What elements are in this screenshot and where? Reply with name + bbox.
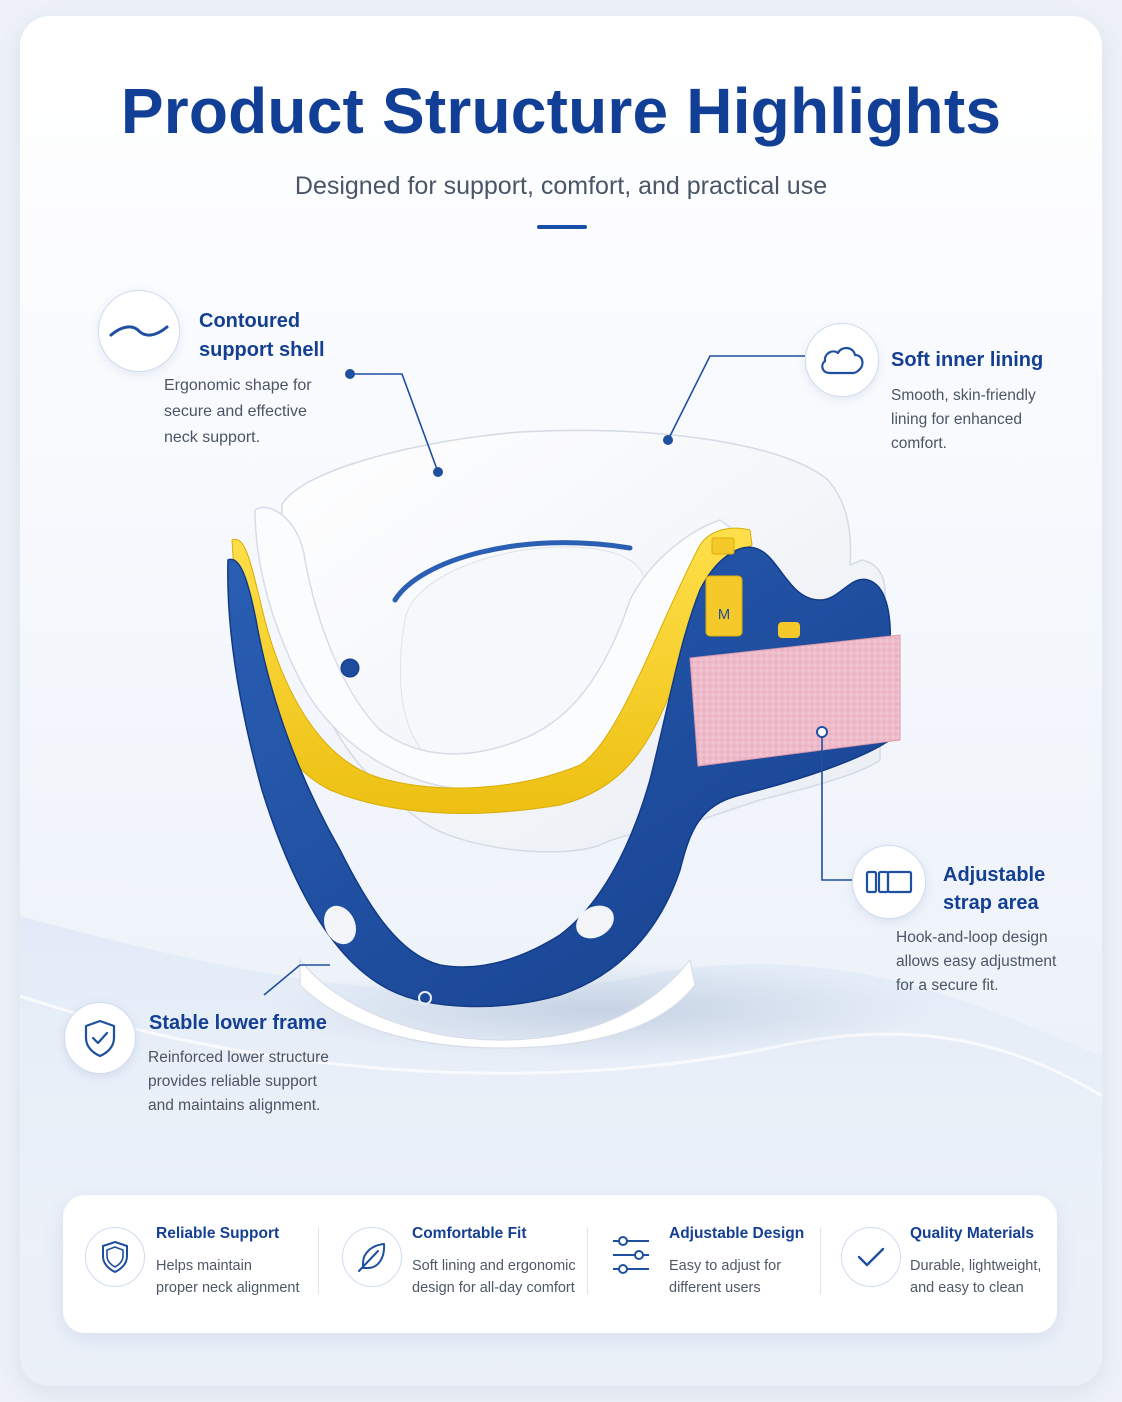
strap-icon-badge bbox=[852, 845, 926, 919]
top-clip bbox=[711, 537, 735, 555]
feature-divider bbox=[587, 1228, 588, 1294]
hook-loop-strap bbox=[689, 634, 901, 767]
wave-curve-icon bbox=[109, 325, 169, 337]
feature-desc: Easy to adjust for different users bbox=[669, 1258, 782, 1296]
strap-icon bbox=[865, 870, 913, 894]
feature-desc: Helps maintain proper neck alignment bbox=[156, 1258, 300, 1296]
callout-leaders bbox=[263, 355, 852, 996]
inner-rim bbox=[392, 540, 633, 603]
callout-shell-desc: Ergonomic shape for secure and effective… bbox=[164, 377, 312, 446]
strap-slot bbox=[778, 622, 800, 638]
feature-reliable-support: Reliable Support Helps maintain proper n… bbox=[63, 1195, 313, 1333]
title-divider bbox=[537, 225, 587, 229]
shield-icon bbox=[102, 1240, 128, 1274]
callout-strap-title-1: Adjustable bbox=[943, 864, 1046, 886]
feature-divider bbox=[318, 1228, 319, 1294]
feather-icon bbox=[358, 1243, 386, 1272]
callout-frame-desc: Reinforced lower structure provides reli… bbox=[148, 1049, 329, 1114]
callout-strap-title-2: strap area bbox=[943, 892, 1039, 914]
feature-title: Quality Materials bbox=[910, 1225, 1035, 1242]
page-title: Product Structure Highlights bbox=[120, 75, 1002, 147]
frame-vent-right bbox=[576, 905, 614, 939]
feature-title: Adjustable Design bbox=[669, 1225, 805, 1242]
callout-lining-desc: Smooth, skin-friendly lining for enhance… bbox=[891, 387, 1036, 452]
feature-divider bbox=[820, 1228, 821, 1294]
feature-icon-badge bbox=[342, 1227, 402, 1287]
callout-shell-title-2: support shell bbox=[199, 339, 325, 361]
frame-rivet bbox=[418, 991, 432, 1005]
size-tag-label: M bbox=[718, 606, 731, 623]
callout-frame-title: Stable lower frame bbox=[149, 1012, 327, 1034]
callout-lining-title: Soft inner lining bbox=[891, 349, 1044, 371]
size-tag bbox=[705, 575, 743, 637]
feature-title: Reliable Support bbox=[156, 1225, 280, 1242]
check-icon bbox=[857, 1247, 885, 1267]
frame-vent-left bbox=[323, 905, 357, 945]
feature-desc: Soft lining and ergonomic design for all… bbox=[412, 1258, 576, 1296]
features-bar: Reliable Support Helps maintain proper n… bbox=[63, 1195, 1057, 1333]
sliders-icon bbox=[613, 1236, 649, 1274]
feature-title: Comfortable Fit bbox=[412, 1225, 527, 1242]
lower-frame-icon-badge bbox=[64, 1002, 136, 1074]
callout-shell-title-1: Contoured bbox=[199, 310, 301, 332]
contoured-shell-icon-badge bbox=[98, 290, 180, 372]
yellow-frame bbox=[231, 527, 753, 814]
callout-dots bbox=[345, 369, 828, 738]
frame-side-button bbox=[340, 658, 360, 678]
feature-comfortable-fit: Comfortable Fit Soft lining and ergonomi… bbox=[321, 1195, 583, 1333]
feature-icon-badge bbox=[85, 1227, 145, 1287]
feature-quality-materials: Quality Materials Durable, lightweight, … bbox=[823, 1195, 1057, 1333]
callout-strap-desc: Hook-and-loop design allows easy adjustm… bbox=[896, 929, 1057, 994]
soft-lining-icon-badge bbox=[805, 323, 879, 397]
feature-desc: Durable, lightweight, and easy to clean bbox=[910, 1258, 1042, 1296]
collar-base bbox=[299, 958, 696, 1049]
page-subtitle: Designed for support, comfort, and pract… bbox=[294, 172, 828, 200]
feature-adjustable-design: Adjustable Design Easy to adjust for dif… bbox=[591, 1195, 819, 1333]
cloud-icon bbox=[821, 346, 864, 375]
feature-icon-badge bbox=[841, 1227, 901, 1287]
shield-check-icon bbox=[84, 1019, 116, 1058]
